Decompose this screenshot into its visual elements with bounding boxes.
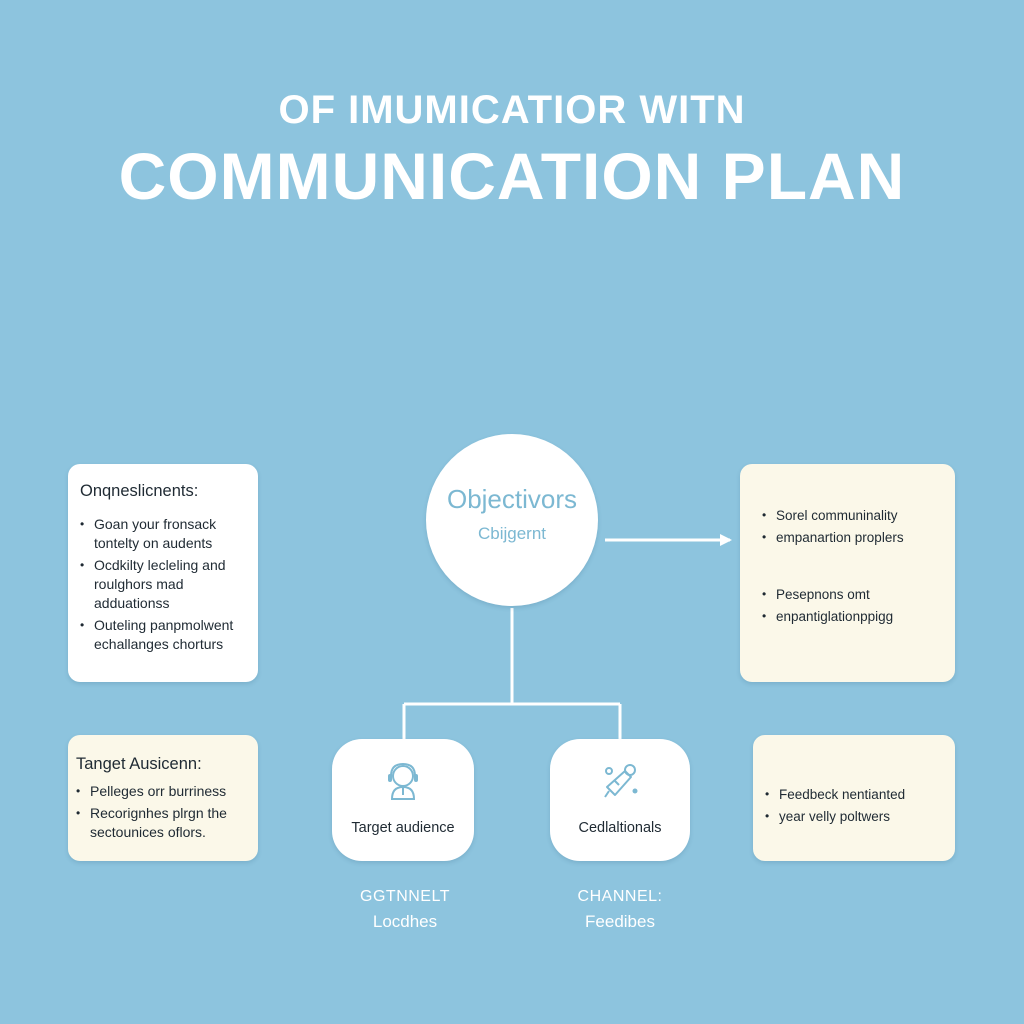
feedback-list: Feedbeck nentianted year velly poltwers bbox=[765, 785, 945, 826]
channels-node-label: Cedlaltionals bbox=[578, 820, 662, 836]
target-audience-card: Tanget Ausicenn: Pelleges orr burriness … bbox=[68, 735, 258, 861]
target-audience-card-title: Tanget Ausicenn: bbox=[76, 755, 202, 773]
objectives-node-title: Objectivors bbox=[446, 484, 578, 514]
spacer bbox=[762, 547, 943, 585]
list-item: empanartion proplers bbox=[762, 528, 943, 547]
channels-list-group-1: Sorel communinality empanartion proplers bbox=[762, 506, 943, 547]
list-item: Pesepnons omt bbox=[762, 585, 943, 604]
target-audience-node: Target audience bbox=[332, 739, 474, 861]
target-audience-node-label: Target audience bbox=[351, 820, 455, 836]
header-title: COMMUNICATION PLAN bbox=[118, 139, 906, 213]
megaphone-icon bbox=[604, 764, 638, 798]
left-caption-line2: Locdhes bbox=[372, 912, 438, 931]
objectives-node-subtitle: Cbijgernt bbox=[477, 524, 547, 543]
list-item: Sorel communinality bbox=[762, 506, 943, 525]
right-caption-line1: CHANNEL: bbox=[577, 888, 663, 905]
right-caption-line2: Feedibes bbox=[585, 912, 655, 931]
list-item: Pelleges orr burriness bbox=[76, 782, 246, 801]
objectives-node: Objectivors Cbijgernt bbox=[426, 434, 598, 606]
channels-node: Cedlaltionals bbox=[550, 739, 690, 861]
person-headset-icon bbox=[388, 762, 418, 800]
list-item: enpantiglationppigg bbox=[762, 607, 943, 626]
list-item: year velly poltwers bbox=[765, 807, 945, 826]
channels-card: Sorel communinality empanartion proplers… bbox=[740, 464, 955, 682]
channels-list-group-2: Pesepnons omt enpantiglationppigg bbox=[762, 585, 943, 626]
right-caption: CHANNEL: Feedibes bbox=[545, 888, 695, 932]
feedback-card: Feedbeck nentianted year velly poltwers bbox=[753, 735, 955, 861]
list-item: Feedbeck nentianted bbox=[765, 785, 945, 804]
left-caption-line1: GGTNNELT bbox=[360, 888, 450, 905]
header-subtitle: OF IMUMICATIOR WITN bbox=[278, 88, 746, 132]
left-caption: GGTNNELT Locdhes bbox=[330, 888, 480, 932]
target-audience-list: Pelleges orr burriness Recorignhes plrgn… bbox=[76, 782, 246, 842]
objectives-card: Onqneslicnents: Goan your fronsacktontel… bbox=[68, 464, 258, 682]
objectives-card-title: Onqneslicnents: bbox=[80, 482, 199, 500]
